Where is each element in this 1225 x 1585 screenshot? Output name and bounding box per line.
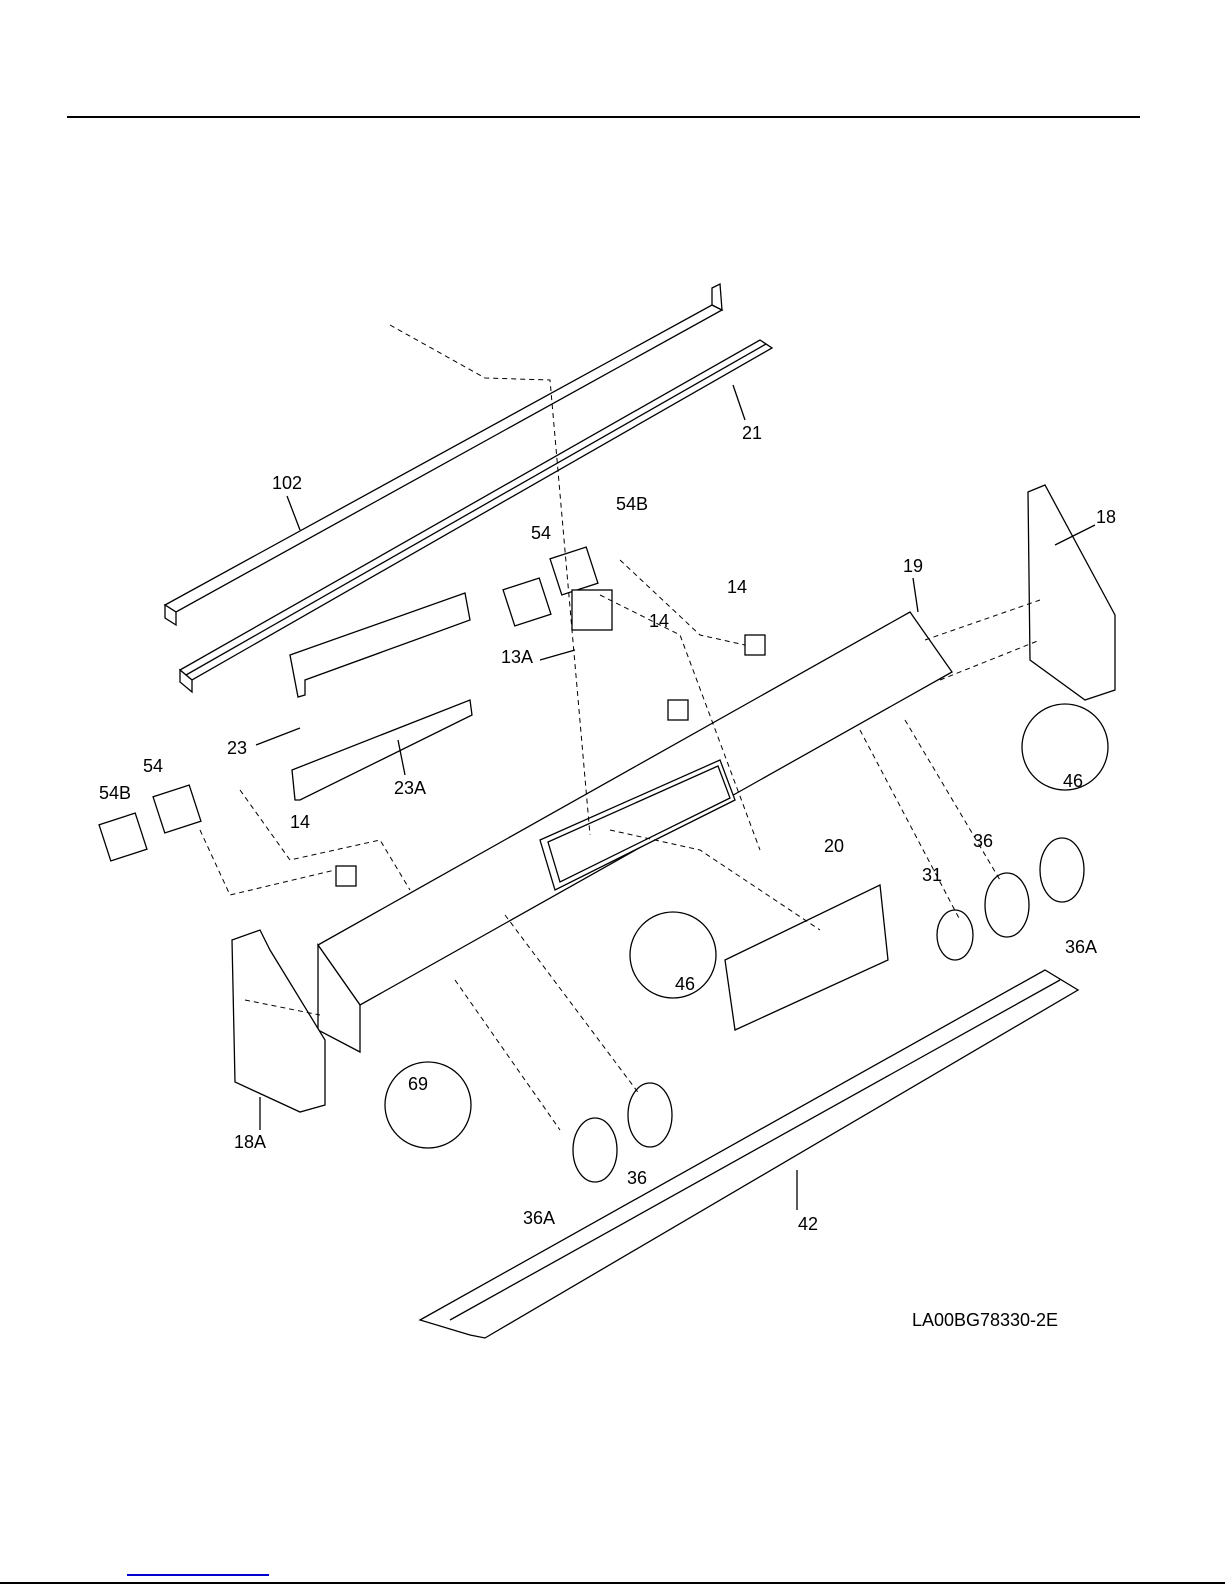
label-14: 14: [727, 577, 747, 597]
label-69: 69: [408, 1074, 428, 1094]
label-42: 42: [798, 1214, 818, 1234]
part-23A-bracket: [291, 699, 473, 801]
label-46: 46: [675, 974, 695, 994]
label-36A: 36A: [523, 1208, 555, 1228]
label-54B: 54B: [616, 494, 648, 514]
label-14: 14: [290, 812, 310, 832]
label-21: 21: [742, 423, 762, 443]
part-46-callout: [1021, 703, 1109, 791]
part-18-end-cap: [1027, 484, 1116, 701]
label-31: 31: [922, 865, 942, 885]
part-19-control-panel: [317, 611, 953, 1054]
label-14: 14: [649, 611, 669, 631]
part-102-rail: [163, 282, 724, 627]
label-18A: 18A: [234, 1132, 266, 1152]
footer-link[interactable]: [127, 1574, 269, 1576]
label-36A: 36A: [1065, 937, 1097, 957]
leader-lines: [255, 384, 1096, 1210]
switch-parts: [98, 546, 766, 887]
header-rule: [67, 116, 1140, 118]
label-54: 54: [531, 523, 551, 543]
label-23: 23: [227, 738, 247, 758]
drawing-code: LA00BG78330-2E: [912, 1310, 1058, 1330]
label-36: 36: [627, 1168, 647, 1188]
label-54B: 54B: [99, 783, 131, 803]
part-18A-end-cap: [231, 929, 326, 1113]
footer-rule: [0, 1582, 1225, 1584]
label-102: 102: [272, 473, 302, 493]
part-23-bracket: [289, 592, 471, 698]
guide-lines: [199, 324, 1041, 1131]
knobs: [572, 837, 1085, 1183]
label-18: 18: [1096, 507, 1116, 527]
part-46-callout: [629, 911, 717, 999]
label-36: 36: [973, 831, 993, 851]
label-13A: 13A: [501, 647, 533, 667]
label-46: 46: [1063, 771, 1083, 791]
label-20: 20: [824, 836, 844, 856]
label-54: 54: [143, 756, 163, 776]
part-20-clock-board: [724, 884, 889, 1031]
label-19: 19: [903, 556, 923, 576]
part-69-callout: [384, 1061, 472, 1149]
label-23A: 23A: [394, 778, 426, 798]
part-21-rail: [178, 339, 774, 694]
